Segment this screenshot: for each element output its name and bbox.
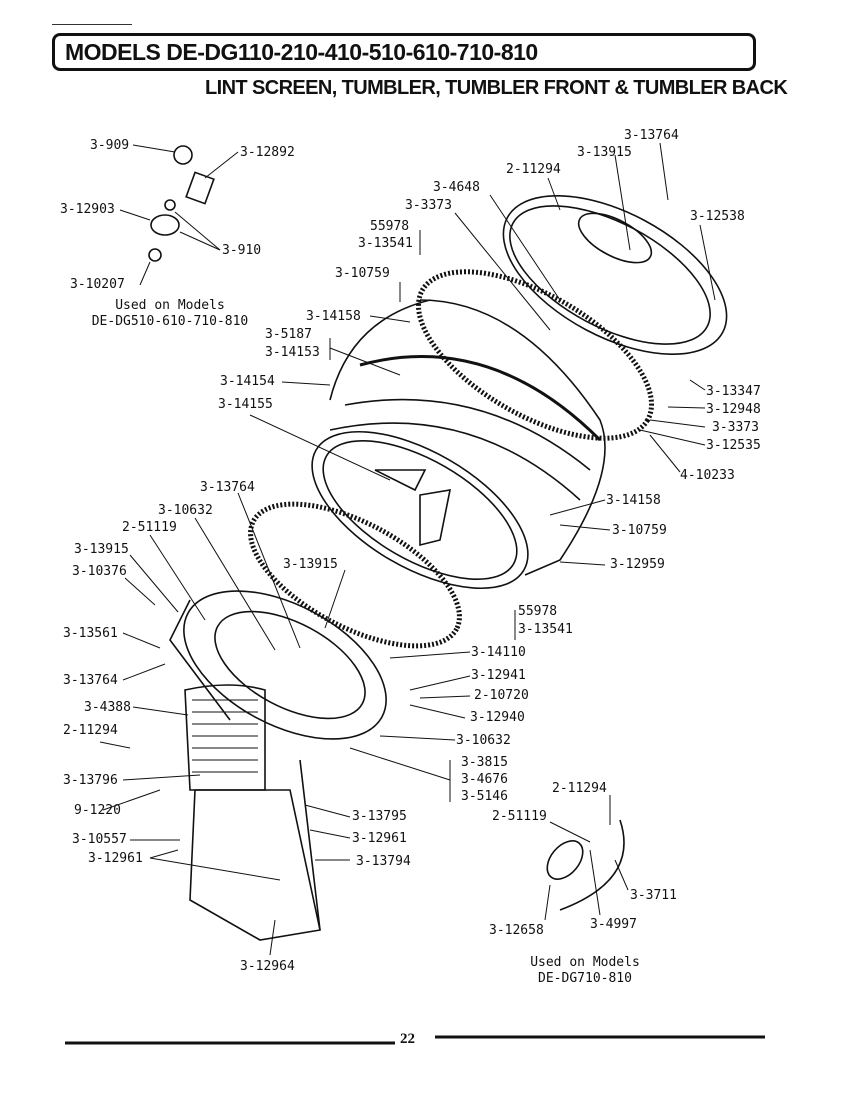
part-label: 2-11294: [506, 162, 561, 177]
part-label: 3-13915: [283, 557, 338, 572]
part-label: 3-10759: [612, 523, 667, 538]
part-label: 3-13541: [518, 622, 573, 637]
part-label: 3-14158: [306, 309, 361, 324]
part-label: 3-12538: [690, 209, 745, 224]
leader-lines: [99, 142, 716, 956]
part-label: 3-4388: [84, 700, 131, 715]
part-label: 3-12892: [240, 145, 295, 160]
part-label: 3-13347: [706, 384, 761, 399]
part-label: 3-13795: [352, 809, 407, 824]
part-label: 3-10759: [335, 266, 390, 281]
part-label: 3-13915: [577, 145, 632, 160]
note-line: Used on Models: [115, 298, 225, 313]
top-rule: [52, 24, 132, 25]
part-label: 3-4648: [433, 180, 480, 195]
part-label: 9-1220: [74, 803, 121, 818]
part-label: 2-10720: [474, 688, 529, 703]
part-label: 3-13561: [63, 626, 118, 641]
part-label: 3-12903: [60, 202, 115, 217]
model-note-lower: Used on Models DE-DG710-810: [510, 955, 660, 987]
part-label: 3-909: [90, 138, 130, 153]
part-label: 55978: [370, 219, 410, 234]
part-label: 3-10632: [158, 503, 213, 518]
model-note-upper: Used on Models DE-DG510-610-710-810: [80, 298, 260, 330]
part-label: 3-13764: [200, 480, 255, 495]
models-title: MODELS DE-DG110-210-410-510-610-710-810: [65, 39, 538, 65]
part-label: 3-3373: [712, 420, 759, 435]
part-label: 3-14110: [471, 645, 526, 660]
part-label: 3-12941: [471, 668, 526, 683]
note-line: DE-DG710-810: [538, 971, 632, 986]
part-label: 3-12948: [706, 402, 761, 417]
lint-duct: [189, 759, 321, 941]
part-label: 55978: [518, 604, 558, 619]
wire-assembly: [546, 819, 625, 911]
part-label: 2-11294: [63, 723, 118, 738]
diagram-subtitle: LINT SCREEN, TUMBLER, TUMBLER FRONT & TU…: [205, 77, 788, 99]
part-label: 3-12959: [610, 557, 665, 572]
part-label: 3-3373: [405, 198, 452, 213]
header-box: MODELS DE-DG110-210-410-510-610-710-810: [52, 33, 756, 71]
part-label: 3-4997: [590, 917, 637, 932]
part-label: 3-12964: [240, 959, 295, 974]
front-seal: [248, 501, 462, 649]
part-label: 3-13796: [63, 773, 118, 788]
part-label: 3-14154: [220, 374, 275, 389]
part-label: 3-14153: [265, 345, 320, 360]
part-label: 3-5146: [461, 789, 508, 804]
tumbler-front: [169, 590, 387, 740]
rear-seal: [415, 269, 655, 441]
part-label: 3-13794: [356, 854, 411, 869]
tumbler-drum: [311, 299, 606, 590]
part-label: 3-14158: [606, 493, 661, 508]
tumbler-back: [502, 194, 728, 356]
part-label: 3-12940: [470, 710, 525, 725]
part-label: 4-10233: [680, 468, 735, 483]
part-label: 3-13764: [624, 128, 679, 143]
page-number: 22: [400, 1031, 415, 1047]
part-label: 3-10557: [72, 832, 127, 847]
part-label: 3-5187: [265, 327, 312, 342]
part-label: 3-3711: [630, 888, 677, 903]
note-line: DE-DG510-610-710-810: [91, 314, 249, 329]
part-label: 3-12658: [489, 923, 544, 938]
part-label: 3-12961: [88, 851, 143, 866]
part-label: 2-11294: [552, 781, 607, 796]
part-label: 3-10632: [456, 733, 511, 748]
lint-screen: [184, 684, 266, 791]
part-label: 3-10376: [72, 564, 127, 579]
part-label: 3-13764: [63, 673, 118, 688]
part-label: 3-12961: [352, 831, 407, 846]
part-label: 3-3815: [461, 755, 508, 770]
part-label: 3-14155: [218, 397, 273, 412]
part-label: 3-12535: [706, 438, 761, 453]
part-label: 3-4676: [461, 772, 508, 787]
part-label: 3-13541: [358, 236, 413, 251]
part-label: 2-51119: [492, 809, 547, 824]
part-label: 3-10207: [70, 277, 125, 292]
part-label: 3-13915: [74, 542, 129, 557]
part-label: 2-51119: [122, 520, 177, 535]
note-line: Used on Models: [530, 955, 640, 970]
part-label: 3-910: [222, 243, 262, 258]
switch-assembly: [148, 145, 215, 262]
